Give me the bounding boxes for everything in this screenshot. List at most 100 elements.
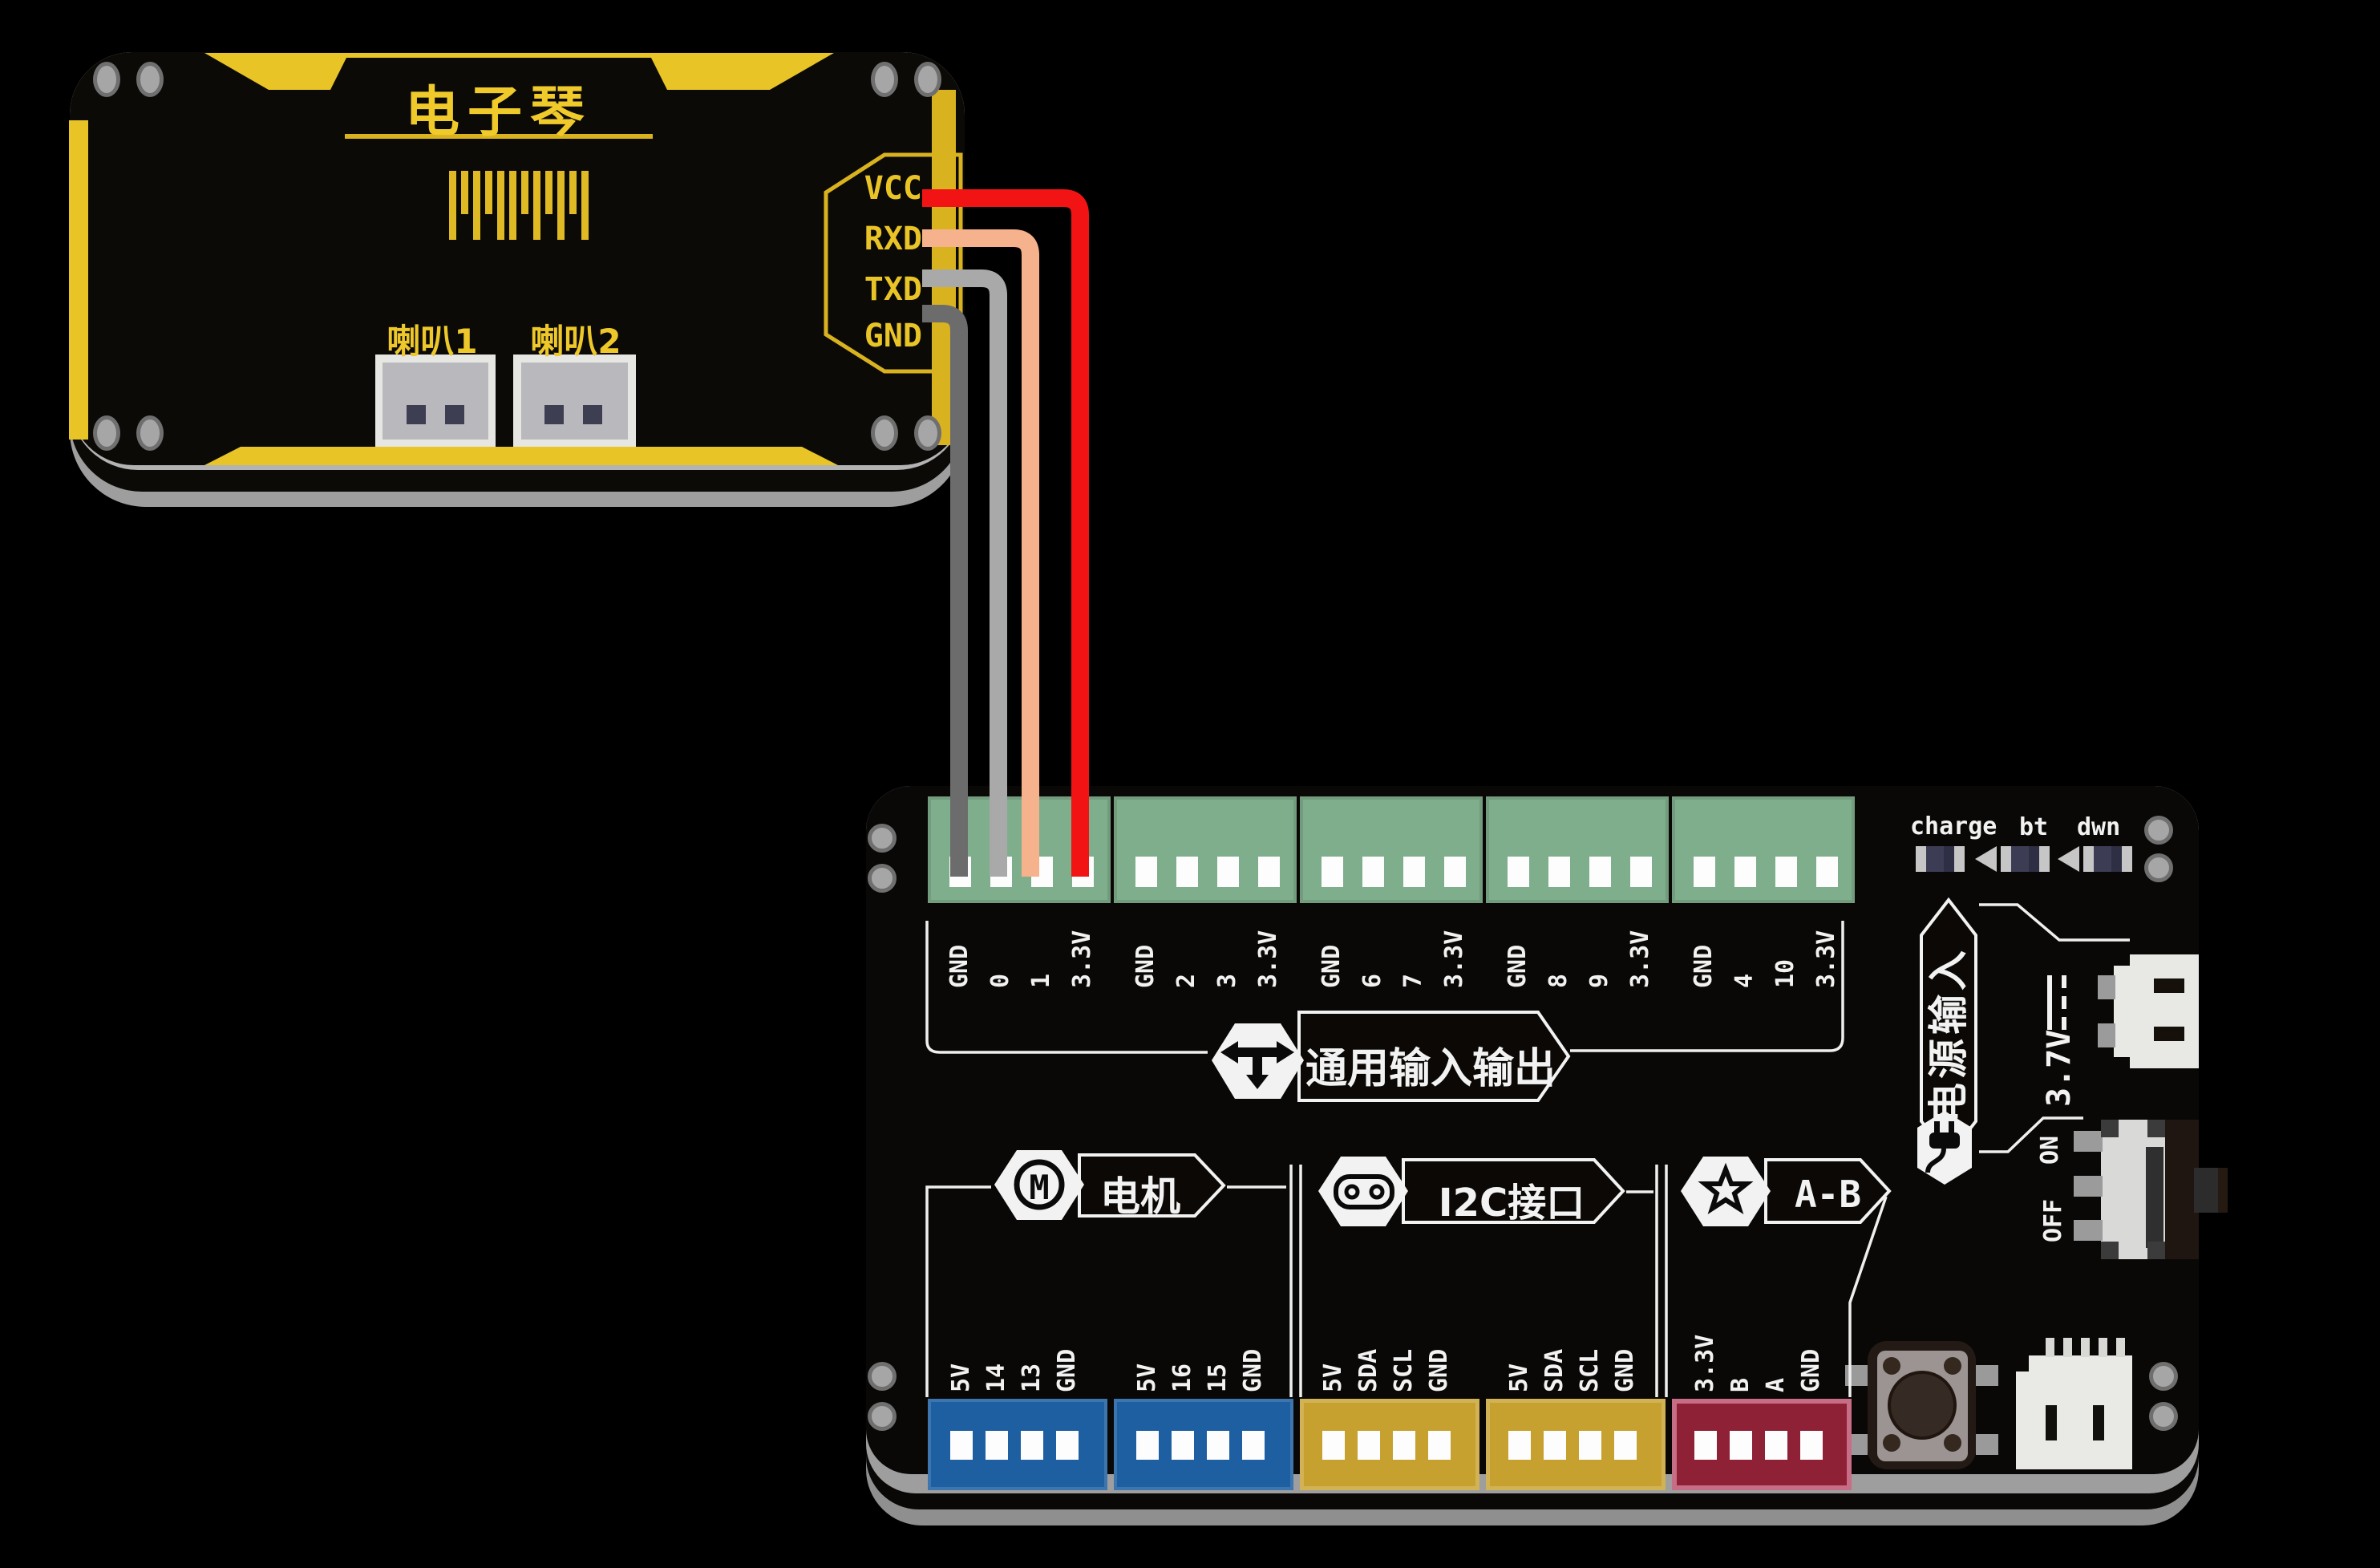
speaker-pin bbox=[583, 405, 602, 424]
terminal-pin[interactable] bbox=[1508, 857, 1529, 887]
module-pinbox-outline bbox=[824, 152, 963, 374]
module-title: 电子琴 bbox=[404, 81, 593, 144]
terminal-pin[interactable] bbox=[1021, 1431, 1043, 1460]
board-hole bbox=[868, 1402, 897, 1431]
terminal-pin[interactable] bbox=[1362, 857, 1384, 887]
charge-label: charge bbox=[1910, 812, 1998, 841]
speaker2-label: 喇叭2 bbox=[530, 322, 621, 361]
terminal-pin[interactable] bbox=[1800, 1431, 1823, 1460]
terminal-pin[interactable] bbox=[1322, 1431, 1345, 1460]
terminal-pin[interactable] bbox=[1544, 1431, 1566, 1460]
power-switch-corner bbox=[2147, 1120, 2165, 1137]
charge-led bbox=[1916, 846, 1965, 872]
speaker1-connector-inner bbox=[382, 363, 488, 440]
bt-led bbox=[2001, 846, 2050, 872]
battery-connector[interactable] bbox=[2114, 954, 2199, 1068]
terminal-pin[interactable] bbox=[1393, 1431, 1415, 1460]
module-hole bbox=[871, 62, 898, 97]
ab-banner-label: A-B bbox=[1794, 1173, 1862, 1216]
wire-rxd[interactable] bbox=[922, 229, 1039, 877]
power-banner-plate bbox=[1920, 897, 1977, 1160]
speaker-pin bbox=[407, 405, 426, 424]
download-connector-tooth bbox=[2046, 1338, 2054, 1357]
speaker-pin bbox=[445, 405, 464, 424]
ab-icon-hex bbox=[1681, 1157, 1771, 1226]
battery-connector-notch bbox=[2114, 1057, 2130, 1068]
dwn-label: dwn bbox=[2077, 813, 2121, 841]
motor-banner-plate bbox=[1078, 1153, 1226, 1218]
terminal-pin[interactable] bbox=[1694, 1431, 1717, 1460]
i2c-icon-dot bbox=[1344, 1184, 1360, 1200]
power-switch-pin bbox=[2074, 1220, 2103, 1241]
dwn-led-arrow-icon bbox=[2058, 846, 2079, 872]
terminal-pin[interactable] bbox=[1136, 1431, 1159, 1460]
power-switch-knob[interactable] bbox=[2194, 1168, 2228, 1213]
battery-connector-slot bbox=[2154, 978, 2184, 993]
terminal-pin[interactable] bbox=[1207, 1431, 1229, 1460]
wire-gnd[interactable] bbox=[922, 305, 968, 877]
terminal-pin[interactable] bbox=[1614, 1431, 1637, 1460]
power-switch-recess bbox=[2146, 1147, 2163, 1248]
download-connector-slot bbox=[2046, 1405, 2057, 1440]
terminal-pin[interactable] bbox=[1589, 857, 1611, 887]
download-connector-tooth bbox=[2116, 1338, 2125, 1357]
module-hole bbox=[914, 415, 941, 451]
terminal-pin[interactable] bbox=[950, 1431, 973, 1460]
reset-button-leg bbox=[1976, 1365, 1998, 1386]
bracket-lines bbox=[925, 903, 2130, 1397]
reset-button-corner bbox=[1883, 1357, 1900, 1375]
terminal-pin[interactable] bbox=[1630, 857, 1652, 887]
terminal-pin[interactable] bbox=[1242, 1431, 1265, 1460]
wire-vcc[interactable] bbox=[922, 189, 1089, 877]
ab-icon-star bbox=[1698, 1162, 1754, 1215]
terminal-pin[interactable] bbox=[1056, 1431, 1079, 1460]
terminal-pin[interactable] bbox=[1428, 1431, 1451, 1460]
terminal-pin[interactable] bbox=[1176, 857, 1198, 887]
gpio-icon-right-arrow bbox=[1277, 1041, 1294, 1064]
terminal-pin[interactable] bbox=[1172, 1431, 1194, 1460]
battery-connector-pin bbox=[2098, 975, 2115, 999]
terminal-pin[interactable] bbox=[1734, 857, 1756, 887]
motor-icon-hex bbox=[994, 1150, 1084, 1220]
terminal-pin[interactable] bbox=[1694, 857, 1715, 887]
terminal-pin[interactable] bbox=[1403, 857, 1425, 887]
terminal-pin[interactable] bbox=[986, 1431, 1008, 1460]
plug-body bbox=[1929, 1132, 1960, 1149]
terminal-pin[interactable] bbox=[1730, 1431, 1752, 1460]
terminal-pin[interactable] bbox=[1217, 857, 1239, 887]
power-switch-side bbox=[2165, 1120, 2199, 1259]
download-connector[interactable] bbox=[2016, 1355, 2132, 1469]
download-connector-tooth bbox=[2063, 1338, 2072, 1357]
terminal-pin[interactable] bbox=[1579, 1431, 1601, 1460]
speaker2-connector-inner bbox=[521, 363, 628, 440]
reset-button-cap[interactable] bbox=[1888, 1371, 1957, 1440]
board-hole bbox=[868, 1362, 897, 1391]
plug-prong bbox=[1934, 1121, 1940, 1134]
terminal-pin[interactable] bbox=[1322, 857, 1343, 887]
terminal-pin[interactable] bbox=[1548, 857, 1570, 887]
download-connector-slot bbox=[2093, 1405, 2104, 1440]
battery-connector-slot bbox=[2154, 1027, 2184, 1041]
power-switch-corner bbox=[2101, 1120, 2119, 1137]
module-hole bbox=[93, 415, 120, 451]
terminal-pin[interactable] bbox=[1775, 857, 1797, 887]
i2c-icon-pill bbox=[1334, 1174, 1394, 1209]
terminal-pin[interactable] bbox=[1444, 857, 1466, 887]
wire-txd[interactable] bbox=[922, 269, 1007, 877]
i2c-banner-plate bbox=[1402, 1158, 1625, 1224]
battery-connector-notch bbox=[2114, 954, 2130, 966]
gpio-banner-plate bbox=[1297, 1011, 1571, 1102]
terminal-pin[interactable] bbox=[1135, 857, 1157, 887]
terminal-pin[interactable] bbox=[1816, 857, 1838, 887]
terminal-pin[interactable] bbox=[1358, 1431, 1380, 1460]
board-hole bbox=[2149, 1402, 2178, 1431]
terminal-pin[interactable] bbox=[1765, 1431, 1787, 1460]
power-switch-corner bbox=[2147, 1242, 2165, 1259]
terminal-pin[interactable] bbox=[1258, 857, 1280, 887]
module-hole bbox=[871, 415, 898, 451]
module-pin-vcc: VCC bbox=[864, 170, 922, 207]
board-hole bbox=[2144, 816, 2173, 845]
terminal-pin[interactable] bbox=[1508, 1431, 1531, 1460]
